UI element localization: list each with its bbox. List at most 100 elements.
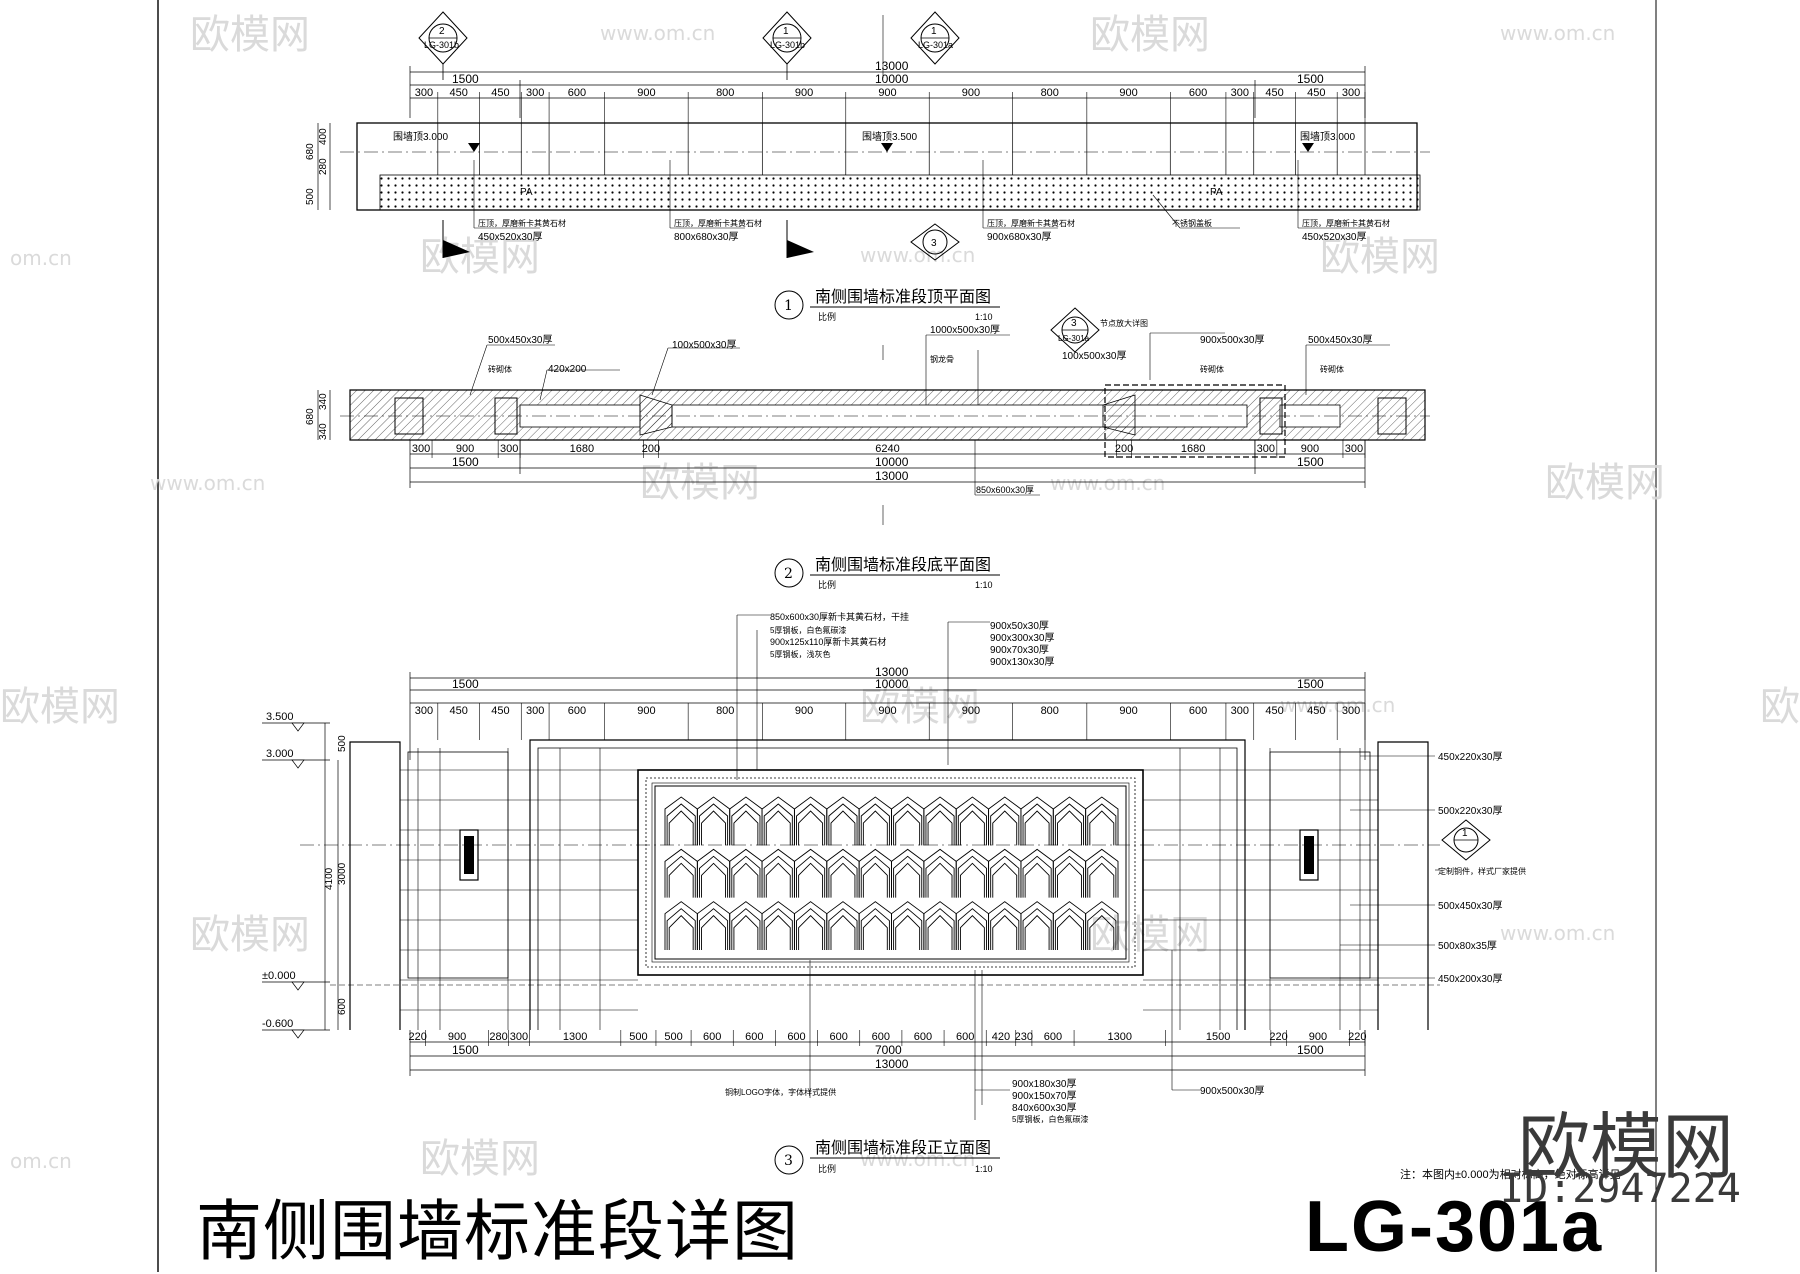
left-dims: [317, 123, 331, 210]
sheet-border: [157, 0, 1657, 1272]
lattice-chevron: [992, 810, 1018, 846]
dim-mid: 10000: [875, 72, 909, 86]
callout: 铜制LOGO字体，字体样式提供: [725, 1087, 836, 1097]
lattice-chevron: [828, 803, 858, 846]
lattice-chevron: [796, 908, 826, 950]
lattice-chevron: [1054, 908, 1084, 950]
segment-dim: 300: [526, 705, 544, 717]
dim-mid: 10000: [875, 455, 909, 469]
segment-dim: 200: [1115, 443, 1133, 455]
segment-dim: 300: [415, 87, 433, 99]
segment-dim: 900: [1119, 87, 1137, 99]
dim-left: 340: [318, 393, 329, 410]
callout-leaders: [809, 950, 1200, 1120]
lattice-chevron: [992, 862, 1018, 898]
callout: 450x220x30厚: [1438, 751, 1503, 763]
callout: 砖砌体: [488, 364, 512, 374]
lattice-chevron: [830, 915, 856, 950]
marker-sheet: LG-301a: [918, 40, 953, 50]
watermark-text: 欧模网: [420, 234, 540, 280]
dim-left: 600: [337, 998, 348, 1015]
lattice-chevron: [893, 908, 923, 950]
lattice-chevron: [668, 862, 694, 898]
lattice-chevron: [1057, 915, 1082, 950]
level-tag: 3.500: [266, 711, 294, 723]
callout: 800x680x30厚: [674, 231, 739, 243]
segment-dim: 900: [795, 705, 813, 717]
dim-side: 1500: [452, 677, 479, 691]
lattice-chevron: [1022, 855, 1052, 898]
lattice-chevron: [699, 855, 729, 898]
segment-dim: 450: [1307, 87, 1325, 99]
marker-number: 3: [1071, 318, 1077, 329]
segment-dim: 1300: [1108, 1031, 1132, 1043]
callout: 100x500x30厚: [1062, 350, 1127, 362]
watermark-text: www.om.cn: [600, 21, 715, 45]
watermark-text: 欧模网: [640, 460, 760, 506]
dim-side: 1500: [1297, 1043, 1324, 1057]
callout: 500x220x30厚: [1438, 805, 1503, 817]
view-title: 南侧围墙标准段底平面图: [815, 555, 991, 574]
callout: 900x150x70厚: [1012, 1090, 1077, 1102]
dim-left: 4100: [324, 867, 335, 890]
callout: 420x200: [548, 364, 587, 375]
lattice-chevron: [763, 803, 793, 846]
section-marker: 3: [910, 223, 960, 261]
view2-bottom-plan: 500x450x30厚 砖砌体 420x200 100x500x30厚 1000…: [305, 307, 1430, 590]
watermark-id: ID:2947224: [1500, 1166, 1741, 1212]
segment-dim: 500: [629, 1031, 647, 1043]
callout: 900x500x30厚: [1200, 334, 1265, 346]
watermark-text: www.om.cn: [1050, 471, 1165, 495]
lattice-chevron: [1024, 915, 1050, 950]
callout: 900x130x30厚: [990, 656, 1055, 668]
lattice-chevron: [959, 862, 985, 898]
dim-mid: 7000: [875, 1043, 902, 1057]
scale-label: 比例: [818, 579, 836, 590]
dim-left: 280: [318, 158, 329, 175]
callout: 900x125x110厚新卡其黄石材: [770, 636, 886, 647]
marker-number: 1: [1462, 828, 1468, 839]
lattice-chevron: [957, 803, 987, 846]
lattice-chevron: [828, 855, 858, 898]
lattice-chevron: [1085, 901, 1119, 950]
callout-leaders: [736, 614, 990, 780]
marker-number: 3: [931, 238, 937, 249]
lattice-chevron: [666, 803, 696, 846]
wall-light: [1299, 829, 1319, 881]
lattice-chevron: [701, 862, 726, 898]
scale: 1:10: [975, 312, 993, 322]
segment-dim: 450: [1265, 87, 1283, 99]
lattice-chevron: [765, 915, 791, 950]
lattice-chevron: [862, 862, 888, 898]
view-number: 2: [784, 566, 793, 582]
segment-dim: 600: [787, 1031, 805, 1043]
level-tag: 围墙顶3.000: [1300, 130, 1355, 143]
sheet-note: 注：本图内±0.000为相对标高，绝对标高详见: [1400, 1167, 1621, 1181]
segment-dim: 230: [1015, 1031, 1033, 1043]
watermark-logo: 欧模网: [1518, 1105, 1735, 1189]
lattice-chevron: [1087, 803, 1117, 846]
callout: 定制铜件，样式厂家提供: [1438, 866, 1526, 876]
panel-grid: [437, 123, 1366, 175]
watermark-text: 欧模网: [1545, 460, 1665, 506]
lattice-chevron: [668, 915, 694, 950]
pa-mark: PA: [1210, 187, 1223, 198]
marker-sheet: LG-301b: [424, 40, 459, 50]
level-tag: 3.000: [266, 748, 294, 760]
lattice-chevron: [957, 908, 987, 950]
callout: 900x500x30厚: [1200, 1085, 1265, 1097]
lattice-chevron: [990, 855, 1020, 898]
segment-dim: 900: [878, 705, 896, 717]
lattice-chevron: [992, 915, 1018, 950]
lattice-chevron: [763, 908, 793, 950]
segment-dim: 900: [1309, 1031, 1327, 1043]
lattice-chevron: [895, 862, 921, 898]
lattice-chevron: [701, 915, 726, 950]
view3-front-elevation: 850x600x30厚新卡其黄石材，干挂 5厚钢板，白色氟碳漆 900x125x…: [262, 611, 1526, 1175]
watermark-text: om.cn: [10, 1149, 72, 1173]
lattice-chevron: [830, 810, 856, 846]
callout: 500x450x30厚: [488, 334, 553, 346]
callout: 900x180x30厚: [1012, 1078, 1077, 1090]
